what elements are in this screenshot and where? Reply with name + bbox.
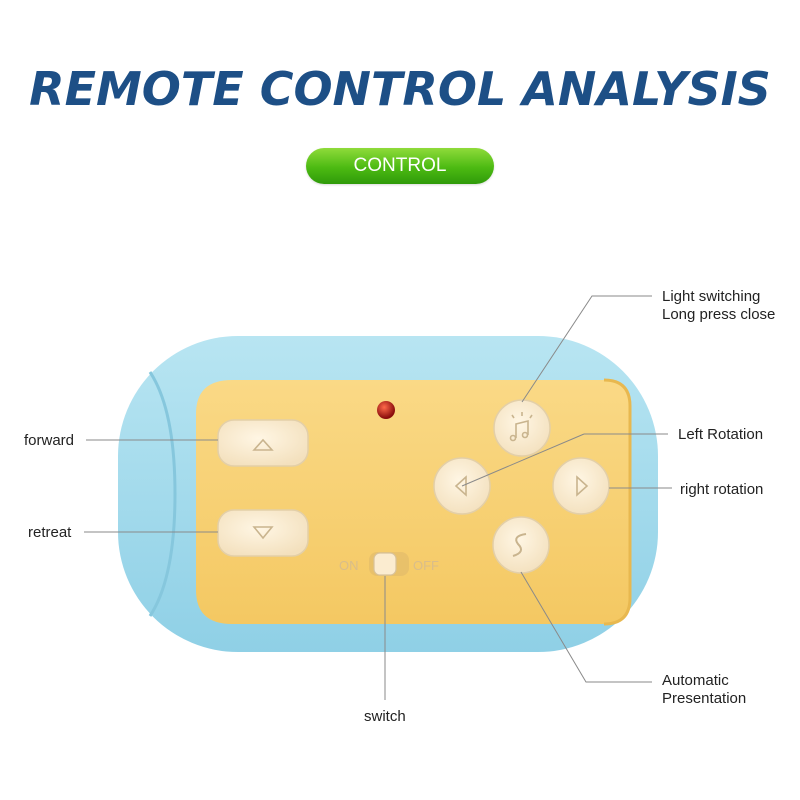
arrow-up-icon bbox=[252, 438, 274, 451]
label-auto-line1: Automatic bbox=[662, 672, 729, 689]
auto-presentation-button[interactable] bbox=[492, 516, 550, 574]
wave-icon bbox=[512, 533, 527, 557]
label-right-rotation: right rotation bbox=[680, 481, 764, 498]
label-auto-line2: Presentation bbox=[662, 690, 747, 707]
callout-lines bbox=[84, 295, 672, 700]
retreat-button[interactable] bbox=[217, 509, 309, 557]
control-badge: CONTROL bbox=[306, 148, 494, 184]
light-switch-button[interactable] bbox=[493, 399, 551, 457]
power-switch[interactable] bbox=[369, 552, 409, 576]
led-indicator bbox=[377, 401, 395, 419]
label-left-rotation: Left Rotation bbox=[678, 426, 764, 443]
callout-left-rotation bbox=[461, 433, 585, 487]
label-light-line2: Long press close bbox=[662, 306, 776, 323]
arrow-down-icon bbox=[252, 526, 274, 540]
switch-on-text: ON bbox=[339, 558, 359, 573]
forward-button[interactable] bbox=[217, 419, 309, 467]
arrow-right-icon bbox=[576, 475, 589, 497]
label-light-line1: Light switching bbox=[662, 288, 761, 305]
right-rotation-button[interactable] bbox=[552, 457, 610, 515]
label-retreat: retreat bbox=[28, 524, 72, 541]
callout-light bbox=[521, 295, 652, 403]
page-title: REMOTE CONTROL ANALYSIS bbox=[29, 62, 771, 116]
switch-off-text: OFF bbox=[413, 558, 439, 573]
light-icon bbox=[509, 412, 533, 442]
label-switch: switch bbox=[364, 708, 406, 725]
label-forward: forward bbox=[24, 432, 75, 449]
arrow-left-icon bbox=[454, 475, 467, 497]
callout-auto bbox=[520, 571, 652, 683]
